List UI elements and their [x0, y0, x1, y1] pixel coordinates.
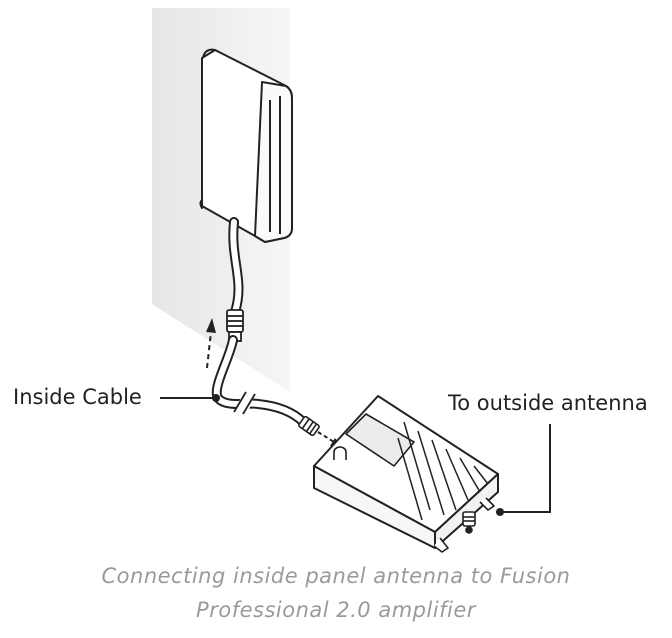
- caption-line-2: Professional 2.0 amplifier: [196, 598, 476, 622]
- inside-cable-leader: [160, 394, 220, 402]
- cable-end-connector: [298, 415, 320, 437]
- outside-antenna-label: To outside antenna: [448, 391, 648, 415]
- heat-sink-fins: [397, 421, 489, 521]
- inside-cable: [211, 335, 308, 427]
- inside-cable-label: Inside Cable: [13, 385, 142, 409]
- connection-diagram: [152, 8, 551, 553]
- outside-port: [462, 511, 476, 534]
- amplifier-side: [434, 473, 499, 549]
- inside-port: [333, 446, 347, 460]
- panel-antenna: [199, 48, 293, 243]
- antenna-lead-cable: [228, 217, 244, 317]
- outside-antenna-leader: [496, 424, 551, 516]
- cable-break-mark: [233, 391, 256, 415]
- amplifier: [313, 395, 499, 553]
- mounting-tab: [479, 497, 495, 511]
- amplifier-label-plate: [345, 413, 415, 467]
- connect-up-arrow: [206, 318, 216, 369]
- mounting-tab: [433, 537, 449, 553]
- caption-line-1: Connecting inside panel antenna to Fusio…: [101, 564, 571, 588]
